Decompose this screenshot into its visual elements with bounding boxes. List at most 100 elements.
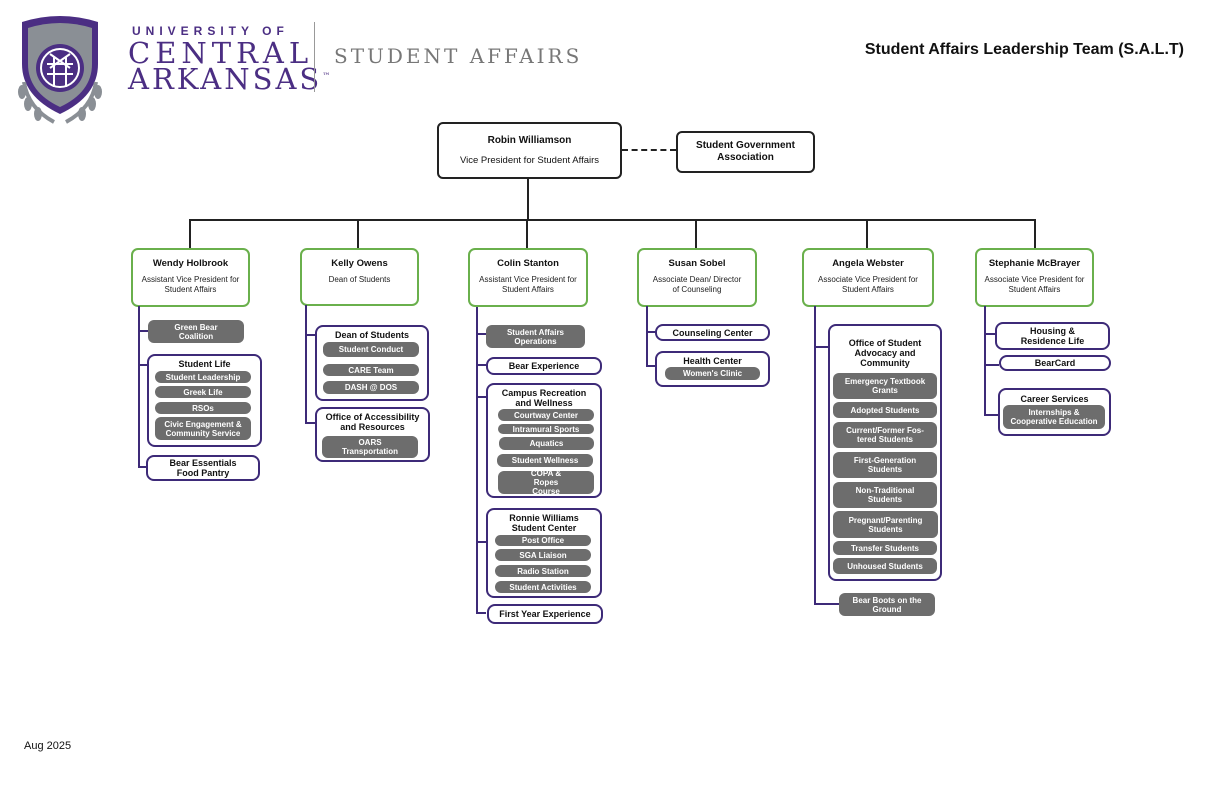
unit-label: Student Life xyxy=(178,359,231,369)
unit-box[interactable]: BearCard xyxy=(999,355,1111,371)
sga-box[interactable]: Student Government Association xyxy=(676,131,815,173)
unit-box[interactable]: Bear Experience xyxy=(486,357,602,375)
sub-unit-pill[interactable]: OARS Transportation xyxy=(322,436,418,458)
sub-unit-pill[interactable]: Student Leadership xyxy=(155,371,251,383)
logo-central: CENTRAL xyxy=(128,36,314,70)
sub-unit-pill[interactable]: Radio Station xyxy=(495,565,591,577)
branch-line xyxy=(138,306,140,468)
branch-line xyxy=(984,306,986,416)
sub-unit-pill[interactable]: COPA & Ropes Course xyxy=(498,469,594,496)
sub-unit-pill[interactable]: Pregnant/Parenting Students xyxy=(833,511,938,538)
dashed-connector xyxy=(622,149,676,151)
footer-date: Aug 2025 xyxy=(24,740,72,752)
leader-name: Colin Stanton xyxy=(497,258,559,269)
unit-label: Campus Recreation and Wellness xyxy=(501,388,587,408)
sub-unit-pill[interactable]: Post Office xyxy=(495,535,591,546)
branch-line xyxy=(476,364,486,366)
branch-line xyxy=(646,306,648,367)
sub-unit-pill[interactable]: Non-Traditional Students xyxy=(833,482,937,508)
sub-unit-pill[interactable]: RSOs xyxy=(155,402,251,414)
unit-pill[interactable]: Green Bear Coalition xyxy=(148,320,244,343)
sub-unit-pill[interactable]: SGA Liaison xyxy=(495,549,591,561)
sub-unit-pill[interactable]: Student Conduct xyxy=(323,342,419,357)
header-divider xyxy=(314,22,315,92)
unit-box[interactable]: Bear Essentials Food Pantry xyxy=(146,455,260,481)
unit-label: First Year Experience xyxy=(499,609,591,619)
branch-line xyxy=(984,333,995,335)
leader-name: Susan Sobel xyxy=(668,258,726,269)
page-title: Student Affairs Leadership Team (S.A.L.T… xyxy=(864,41,1184,58)
sub-unit-pill[interactable]: Adopted Students xyxy=(833,402,937,418)
leader-title: Associate Dean/ Director of Counseling xyxy=(652,275,742,294)
sub-unit-pill[interactable]: Civic Engagement & Community Service xyxy=(155,417,251,440)
sub-unit-pill[interactable]: First-Generation Students xyxy=(833,452,937,478)
sub-unit-pill[interactable]: Women's Clinic xyxy=(665,367,760,380)
sub-unit-pill[interactable]: Intramural Sports xyxy=(498,424,594,434)
unit-label: Counseling Center xyxy=(672,327,753,338)
sub-unit-pill[interactable]: Aquatics xyxy=(499,437,594,450)
unit-box[interactable]: Housing & Residence Life xyxy=(995,322,1110,350)
logo-university-of: UNIVERSITY OF xyxy=(132,24,289,38)
sub-unit-pill[interactable]: Current/Former Fos-tered Students xyxy=(833,422,937,448)
vp-title: Vice President for Student Affairs xyxy=(459,155,600,166)
unit-box[interactable]: First Year Experience xyxy=(487,604,603,624)
branch-line xyxy=(646,365,656,367)
sub-unit-pill[interactable]: Student Wellness xyxy=(497,454,593,467)
branch-line xyxy=(476,396,486,398)
branch-line xyxy=(476,307,478,614)
unit-label: Dean of Students xyxy=(334,330,409,340)
branch-line xyxy=(138,466,148,468)
sub-unit-pill[interactable]: Transfer Students xyxy=(833,541,937,555)
branch-line xyxy=(814,346,828,348)
branch-line xyxy=(305,422,315,424)
sub-unit-pill[interactable]: Unhoused Students xyxy=(833,558,937,574)
vp-box[interactable]: Robin Williamson Vice President for Stud… xyxy=(437,122,622,179)
branch-line xyxy=(984,364,999,366)
sub-unit-pill[interactable]: Student Activities xyxy=(495,581,591,593)
shield-crest-icon xyxy=(18,16,102,124)
branch-line xyxy=(305,334,315,336)
leader-name: Wendy Holbrook xyxy=(152,258,229,269)
branch-line xyxy=(646,331,656,333)
unit-label: Career Services xyxy=(1020,394,1089,404)
sub-unit-pill[interactable]: DASH @ DOS xyxy=(323,381,419,394)
branch-line xyxy=(814,306,816,605)
connector-line xyxy=(695,219,697,249)
branch-line xyxy=(476,541,486,543)
sub-unit-pill[interactable]: CARE Team xyxy=(323,364,419,376)
branch-line xyxy=(138,364,148,366)
leader-title: Associate Vice President for Student Aff… xyxy=(818,275,918,294)
branch-line xyxy=(476,612,486,614)
unit-pill[interactable]: Student Affairs Operations xyxy=(486,325,585,348)
unit-label: Bear Essentials Food Pantry xyxy=(169,458,237,478)
leader-title: Dean of Students xyxy=(328,275,391,284)
sub-unit-pill[interactable]: Greek Life xyxy=(155,386,251,398)
connector-line xyxy=(526,219,528,249)
logo-arkansas: ARKANSAS™ xyxy=(128,62,333,96)
leader-title: Assistant Vice President for Student Aff… xyxy=(479,275,577,294)
connector-line xyxy=(527,178,529,221)
leader-name: Kelly Owens xyxy=(331,258,388,269)
unit-label: Housing & Residence Life xyxy=(1020,326,1085,346)
connector-line xyxy=(189,219,191,249)
logo-arkansas-text: ARKANSAS xyxy=(128,62,323,96)
unit-label: Office of Student Advocacy and Community xyxy=(848,338,922,368)
unit-pill[interactable]: Bear Boots on the Ground xyxy=(839,593,935,616)
branch-line xyxy=(814,603,839,605)
unit-box[interactable]: Counseling Center xyxy=(655,324,770,341)
branch-line xyxy=(984,414,998,416)
branch-line xyxy=(305,305,307,424)
sub-unit-pill[interactable]: Internships & Cooperative Education xyxy=(1003,405,1105,429)
connector-line xyxy=(357,219,359,249)
sub-unit-pill[interactable]: Emergency Textbook Grants xyxy=(833,373,937,399)
unit-label: Health Center xyxy=(683,356,742,366)
department-name: STUDENT AFFAIRS xyxy=(334,44,583,68)
vp-name: Robin Williamson xyxy=(487,135,572,146)
sub-unit-pill[interactable]: Courtway Center xyxy=(498,409,594,421)
